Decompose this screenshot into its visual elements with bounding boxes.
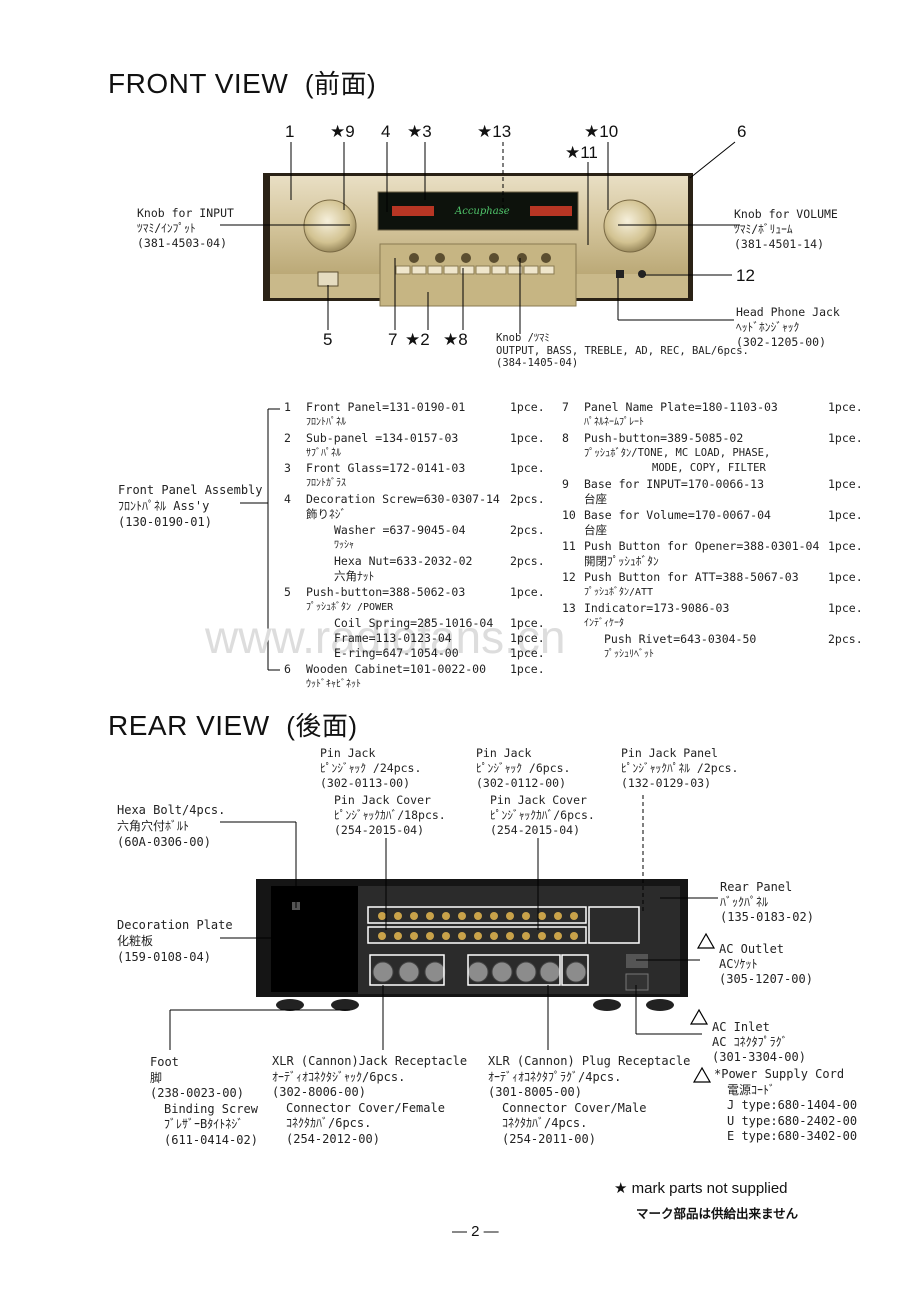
assembly-bracket [240, 408, 280, 671]
page-number: — 2 — [452, 1223, 499, 1240]
callout-star-8: ★8 [443, 330, 468, 349]
label-power-supply-cord: *Power Supply Cord 電源ｺｰﾄﾞ J type:680-140… [714, 1067, 858, 1143]
rear-amplifier-photo [256, 879, 688, 1011]
callout-4: 4 [381, 122, 391, 141]
callout-star-10: ★10 [584, 122, 619, 141]
front-view-title: FRONT VIEW (前面) [108, 68, 377, 99]
front-leader-lines [220, 141, 740, 334]
label-hexa-bolt: Hexa Bolt/4pcs.六角穴付ﾎﾞﾙﾄ(60A-0306-00) [117, 803, 226, 849]
callout-star-13: ★13 [477, 122, 512, 141]
star-mark-note: ★ mark parts not supplied [614, 1180, 788, 1197]
watermark: www.radiofans.cn [205, 611, 566, 663]
callout-6: 6 [737, 122, 747, 141]
warning-icons [689, 932, 716, 1083]
rear-leader-lines [169, 795, 718, 1050]
callout-5: 5 [323, 330, 333, 349]
rear-highlight-boxes [367, 906, 640, 986]
callout-star-9: ★9 [330, 122, 355, 141]
rear-view-title: REAR VIEW (後面) [108, 710, 358, 741]
callout-star-11: ★11 [565, 143, 598, 162]
callout-1: 1 [285, 122, 295, 141]
callout-star-2: ★2 [405, 330, 430, 349]
callout-7: 7 [388, 330, 398, 349]
callout-12: 12 [736, 266, 755, 285]
front-display-brand: Accuphase [455, 206, 510, 217]
callout-star-3: ★3 [407, 122, 432, 141]
star-mark-note-jp: マーク部品は供給出来ません [636, 1206, 799, 1221]
